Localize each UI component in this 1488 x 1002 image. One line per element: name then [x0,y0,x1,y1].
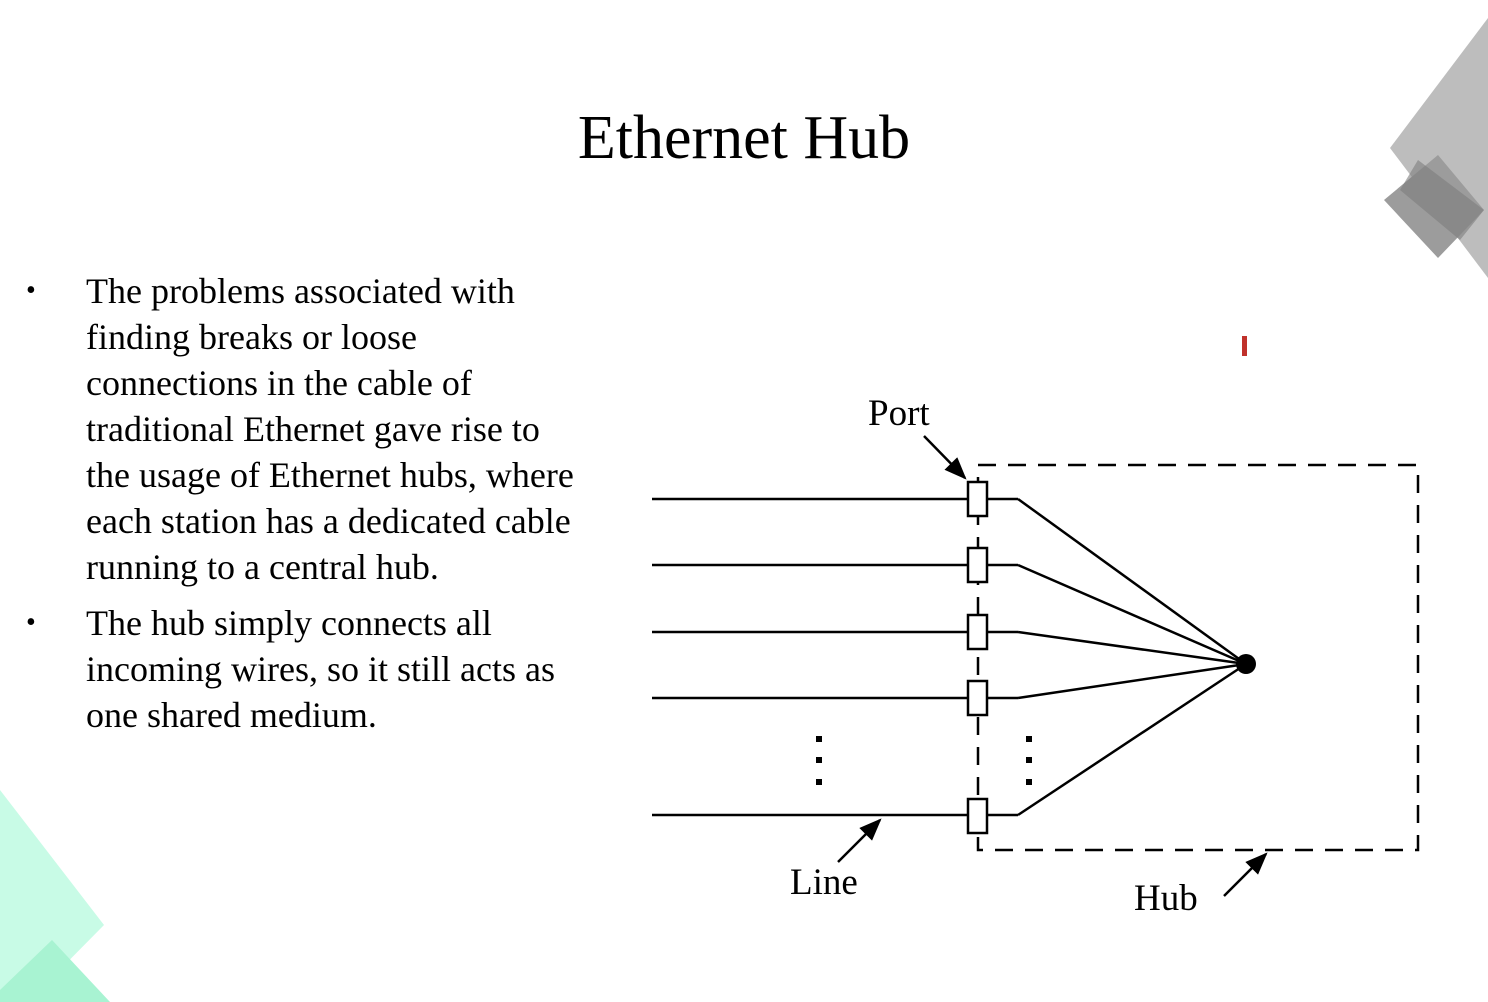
hub-wire [1017,662,1247,817]
decor-diamond-overlap [1400,160,1484,240]
bullet-list: • The problems associated with finding b… [20,268,580,748]
port-arrow [923,435,967,480]
bullet-text: The hub simply connects all incoming wir… [86,603,555,735]
port-box [966,546,989,584]
line-label: Line [790,862,858,903]
ellipsis-wires [1026,736,1032,785]
port-box [966,480,989,518]
decor-mint-small [0,940,110,1002]
bullet-item: • The hub simply connects all incoming w… [20,600,580,738]
hub-wire [1017,630,1247,666]
decor-mint-large [0,790,104,1002]
port-box [966,797,989,835]
port-box [966,679,989,717]
bullet-text: The problems associated with finding bre… [86,271,574,587]
hub-junction [1236,654,1256,674]
ellipsis-lines [816,736,822,785]
bullet-dot: • [26,607,36,638]
hub-wire [1017,662,1247,700]
hub-box [976,463,1420,852]
bullet-dot: • [26,275,36,306]
bullet-item: • The problems associated with finding b… [20,268,580,590]
port-label: Port [868,393,930,434]
hub-wire [1017,497,1247,666]
red-marker [1242,336,1247,356]
port-box [966,613,989,651]
hub-arrow [1223,852,1268,897]
hub-label: Hub [1134,878,1198,919]
hub-wire [1017,563,1247,666]
line-arrow [837,818,882,863]
slide-title: Ethernet Hub [577,104,911,172]
